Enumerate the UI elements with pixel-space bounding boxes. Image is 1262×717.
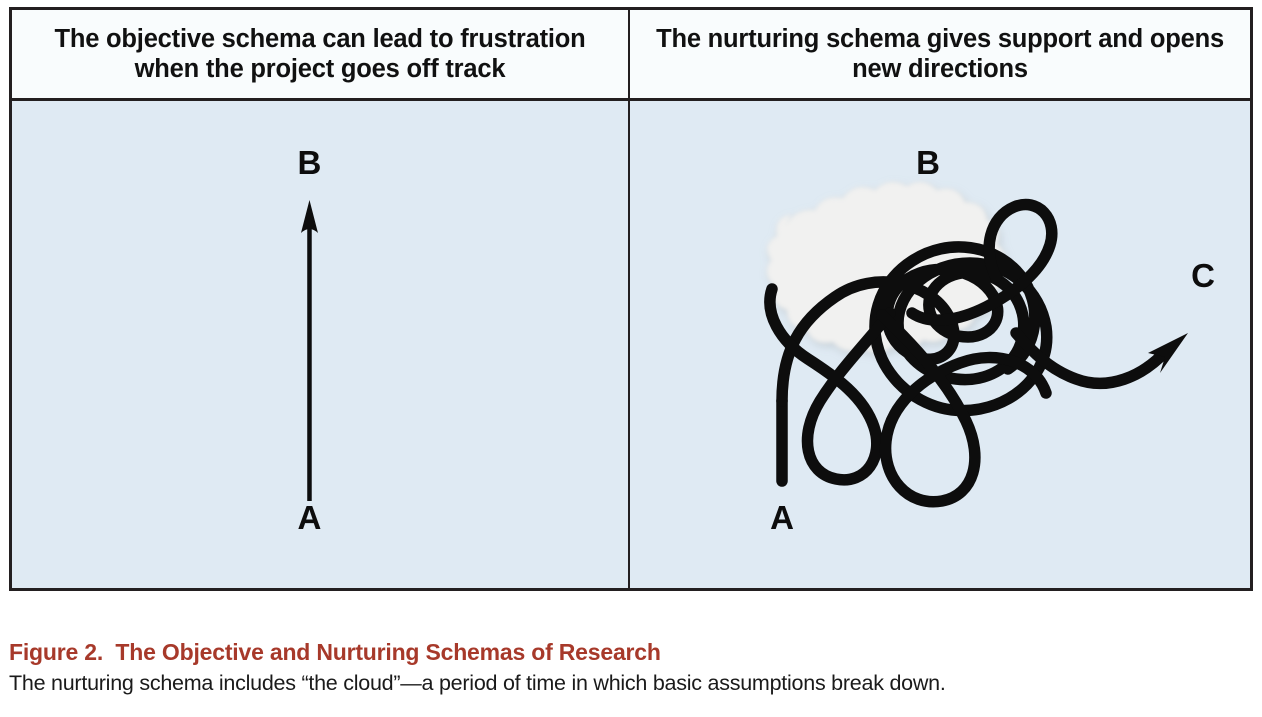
figure-caption-text: The nurturing schema includes “the cloud…	[9, 670, 946, 695]
nurturing-schema-svg: B C A	[764, 144, 1215, 536]
panel-header-nurturing-text: The nurturing schema gives support and o…	[656, 24, 1224, 83]
panel-header-objective-text: The objective schema can lead to frustra…	[54, 24, 586, 83]
panel-header-objective: The objective schema can lead to frustra…	[12, 10, 630, 98]
tangled-path	[764, 198, 1172, 508]
figure-caption: Figure 2. The Objective and Nurturing Sc…	[9, 638, 1253, 698]
objective-schema-svg: B A	[298, 144, 322, 536]
label-b-objective: B	[298, 144, 322, 181]
panel-objective-diagram: B A	[12, 101, 630, 588]
label-c-nurturing: C	[1191, 257, 1215, 294]
panel-header-row: The objective schema can lead to frustra…	[12, 10, 1250, 101]
panel-header-nurturing: The nurturing schema gives support and o…	[630, 10, 1250, 98]
arrow-head-icon	[300, 200, 318, 233]
label-a-nurturing: A	[770, 499, 794, 536]
arrow-head-c-icon	[1148, 333, 1188, 373]
label-a-objective: A	[298, 499, 322, 536]
panel-body-row: B A	[12, 101, 1250, 588]
figure-box: The objective schema can lead to frustra…	[9, 7, 1253, 591]
figure-caption-title: Figure 2. The Objective and Nurturing Sc…	[9, 639, 661, 665]
panel-nurturing-diagram: B C A	[630, 101, 1250, 588]
label-b-nurturing: B	[916, 144, 940, 181]
